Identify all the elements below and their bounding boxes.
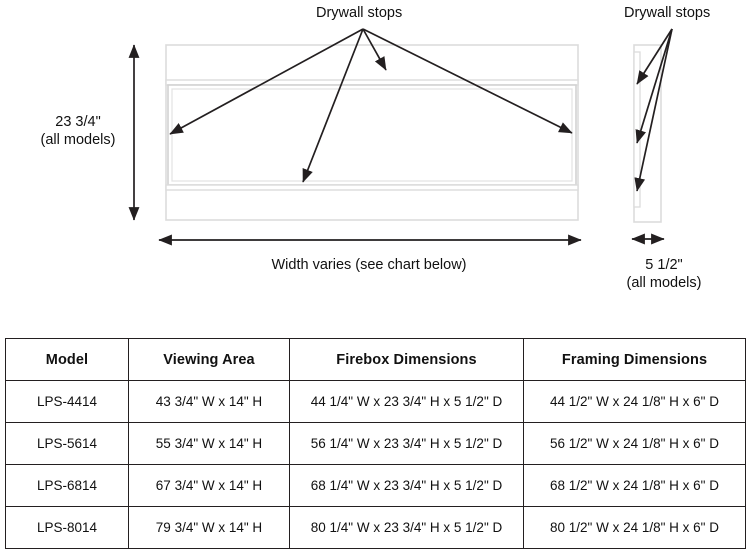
column-header-model: Model — [5, 338, 129, 381]
cell-viewing-area: 67 3/4" W x 14" H — [128, 464, 290, 507]
cell-firebox-dimensions: 68 1/4" W x 23 3/4" H x 5 1/2" D — [289, 464, 524, 507]
side-view-body — [633, 44, 662, 223]
height-dimension-note: (all models) — [40, 132, 116, 148]
diagram-vector-canvas — [128, 28, 673, 246]
cell-model: LPS-5614 — [5, 422, 129, 465]
cell-framing-dimensions: 68 1/2" W x 24 1/8" H x 6" D — [523, 464, 746, 507]
callout-arrow-short-right — [362, 28, 387, 71]
column-header-viewing-area: Viewing Area — [128, 338, 290, 381]
width-dimension-label: Width varies (see chart below) — [271, 257, 467, 273]
front-viewing-area — [171, 88, 573, 182]
cell-model: LPS-8014 — [5, 506, 129, 549]
drywall-stops-label-side: Drywall stops — [624, 5, 711, 21]
table-row: LPS-4414 43 3/4" W x 14" H 44 1/4" W x 2… — [5, 380, 746, 423]
height-dimension-label: 23 3/4" (all models) — [28, 113, 128, 149]
callout-arrow-left — [169, 28, 364, 135]
depth-dimension-note: (all models) — [626, 275, 702, 291]
side-callout-arrow-group — [634, 28, 673, 192]
depth-dimension-value: 5 1/2" — [645, 257, 683, 273]
height-dimension-value: 23 3/4" — [55, 114, 101, 130]
cell-framing-dimensions: 44 1/2" W x 24 1/8" H x 6" D — [523, 380, 746, 423]
side-callout-arrow-top — [636, 28, 673, 85]
front-lower-drywall-stop-band — [165, 184, 579, 191]
cell-framing-dimensions: 80 1/2" W x 24 1/8" H x 6" D — [523, 506, 746, 549]
cell-viewing-area: 55 3/4" W x 14" H — [128, 422, 290, 465]
depth-dimension-label: 5 1/2" (all models) — [601, 256, 727, 292]
table-row: LPS-6814 67 3/4" W x 14" H 68 1/4" W x 2… — [5, 464, 746, 507]
cell-viewing-area: 43 3/4" W x 14" H — [128, 380, 290, 423]
side-callout-arrow-middle — [635, 28, 673, 144]
callout-arrow-center-down — [302, 28, 364, 183]
table-header-row: Model Viewing Area Firebox Dimensions Fr… — [5, 338, 746, 381]
column-header-framing-dimensions: Framing Dimensions — [523, 338, 746, 381]
cell-firebox-dimensions: 44 1/4" W x 23 3/4" H x 5 1/2" D — [289, 380, 524, 423]
cell-viewing-area: 79 3/4" W x 14" H — [128, 506, 290, 549]
front-view-body — [165, 44, 579, 221]
callout-arrow-right — [362, 28, 573, 134]
table-row: LPS-8014 79 3/4" W x 14" H 80 1/4" W x 2… — [5, 506, 746, 549]
side-callout-arrow-bottom — [634, 28, 673, 192]
cell-framing-dimensions: 56 1/2" W x 24 1/8" H x 6" D — [523, 422, 746, 465]
cell-firebox-dimensions: 80 1/4" W x 23 3/4" H x 5 1/2" D — [289, 506, 524, 549]
cell-firebox-dimensions: 56 1/4" W x 23 3/4" H x 5 1/2" D — [289, 422, 524, 465]
front-callout-arrow-group — [169, 28, 573, 183]
column-header-firebox-dimensions: Firebox Dimensions — [289, 338, 524, 381]
specifications-table: Model Viewing Area Firebox Dimensions Fr… — [5, 338, 746, 549]
fireplace-dimension-diagram: Drywall stops Drywall stops 23 3/4" (all… — [28, 5, 727, 292]
cell-model: LPS-6814 — [5, 464, 129, 507]
cell-model: LPS-4414 — [5, 380, 129, 423]
drywall-stops-label-front: Drywall stops — [316, 5, 403, 21]
table-row: LPS-5614 55 3/4" W x 14" H 56 1/4" W x 2… — [5, 422, 746, 465]
